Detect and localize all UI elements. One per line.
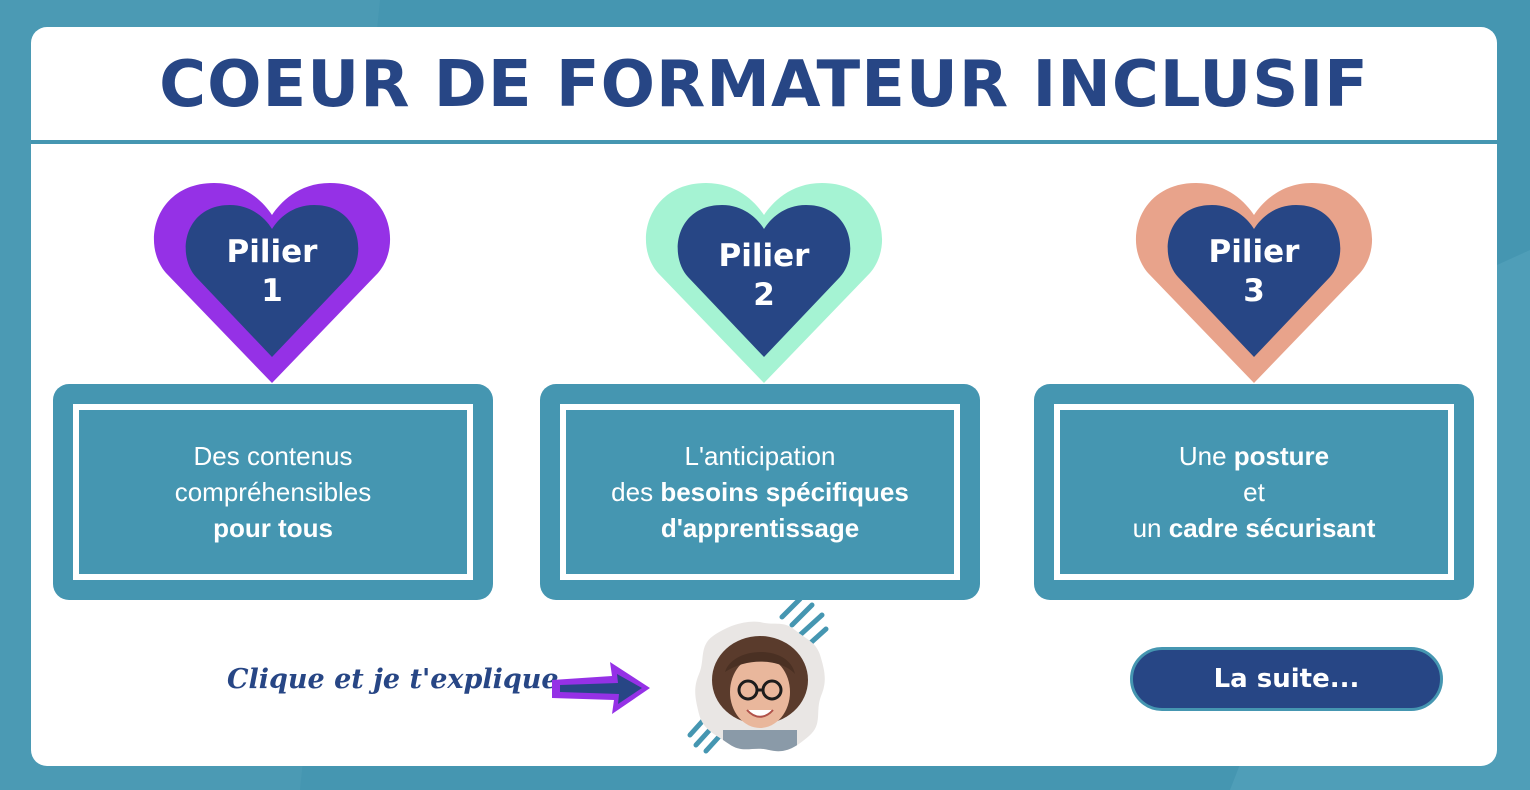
- page-title: COEUR DE FORMATEUR INCLUSIF: [159, 47, 1369, 122]
- pillar-3-text: Une posture et un cadre sécurisant: [1054, 404, 1454, 580]
- pillar-2-word: Pilier: [718, 238, 810, 274]
- pillar-1-number: 1: [261, 273, 283, 309]
- pillar-3-word: Pilier: [1208, 234, 1300, 270]
- pillar-3-box: Une posture et un cadre sécurisant: [1034, 384, 1474, 600]
- pillar-2-box: L'anticipation des besoins spécifiques d…: [540, 384, 980, 600]
- pillar-2-number: 2: [753, 277, 775, 313]
- pillar-2-text: L'anticipation des besoins spécifiques d…: [560, 404, 960, 580]
- pillar-2-heart: Pilier 2: [644, 175, 884, 385]
- pillar-1-box: Des contenus compréhensibles pour tous: [53, 384, 493, 600]
- pillar-1-heart: Pilier 1: [152, 175, 392, 385]
- pillar-3-heart: Pilier 3: [1134, 175, 1374, 385]
- presenter-avatar: [695, 621, 825, 752]
- pillar-1-word: Pilier: [226, 234, 318, 270]
- heart-icon: [645, 183, 883, 383]
- pillar-3-number: 3: [1243, 273, 1265, 309]
- heart-icon: [1135, 183, 1373, 383]
- presenter-avatar-button[interactable]: [660, 595, 840, 755]
- heart-icon: [153, 183, 391, 383]
- pillar-1-text: Des contenus compréhensibles pour tous: [73, 404, 473, 580]
- arrow-right-icon[interactable]: [548, 658, 654, 718]
- title-divider: [31, 140, 1497, 144]
- clique-explanation-text: Clique et je t'explique: [227, 664, 559, 695]
- next-button[interactable]: La suite...: [1130, 647, 1443, 711]
